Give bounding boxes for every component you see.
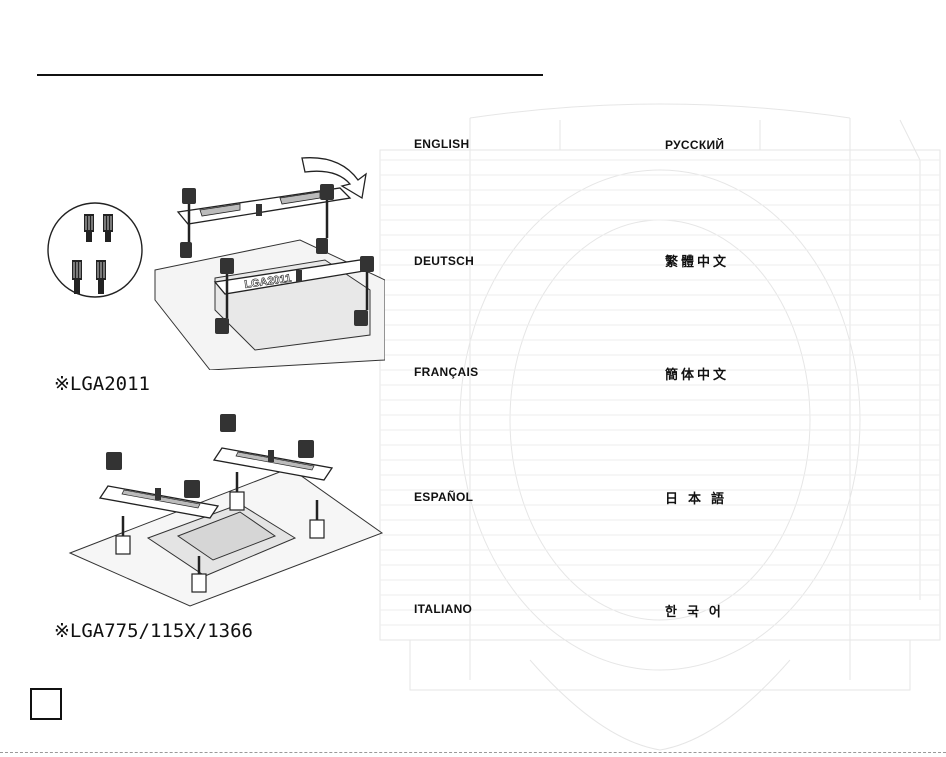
lang-english[interactable]: ENGLISH — [414, 137, 469, 151]
header-rule — [37, 74, 543, 76]
lang-italiano[interactable]: ITALIANO — [414, 602, 472, 616]
lang-francais[interactable]: FRANÇAIS — [414, 365, 478, 379]
lang-espanol[interactable]: ESPAÑOL — [414, 490, 473, 504]
lga775-illustration — [60, 408, 390, 613]
lang-japanese[interactable]: 日本語 — [665, 488, 734, 507]
standoff-inset — [48, 203, 142, 297]
lang-simplified-chinese[interactable]: 簡体中文 — [665, 364, 729, 383]
page-number-box — [30, 688, 62, 720]
lang-korean[interactable]: 한국어 — [665, 601, 731, 620]
page-bottom-divider — [0, 752, 946, 753]
lang-russian[interactable]: РУССКИЙ — [665, 138, 724, 152]
socket-label-lga2011: ※LGA2011 — [54, 373, 150, 395]
lang-traditional-chinese[interactable]: 繁體中文 — [665, 251, 729, 270]
lga2011-illustration: LGA2011 — [40, 150, 385, 370]
lang-deutsch[interactable]: DEUTSCH — [414, 254, 474, 268]
socket-label-lga775: ※LGA775/115X/1366 — [54, 620, 253, 642]
